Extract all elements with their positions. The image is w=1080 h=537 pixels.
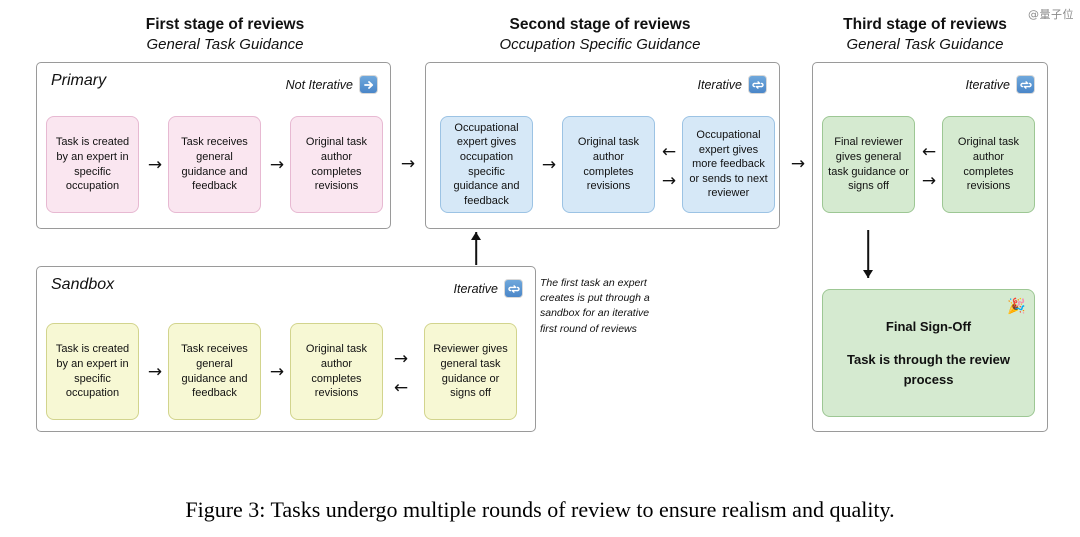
stage-2-heading-title: Second stage of reviews <box>509 16 691 33</box>
stage-1-node-3: Original task author completes revisions <box>290 116 383 213</box>
stage-2-node-1: Occupational expert gives occupation spe… <box>440 116 533 213</box>
sandbox-to-stage-2-arrow <box>468 232 484 265</box>
sandbox-arrow-back: ← <box>393 378 409 398</box>
figure-caption: Figure 3: Tasks undergo multiple rounds … <box>185 497 895 522</box>
stage-1-node-2-text: Task receives general guidance and feedb… <box>181 136 248 193</box>
side-note: The first task an expert creates is put … <box>540 277 650 335</box>
stage-2-arrow-back: ← <box>661 142 677 162</box>
sandbox-node-4: Reviewer gives general task guidance or … <box>424 323 517 420</box>
arrow-stem <box>475 232 477 265</box>
sandbox-node-1: Task is created by an expert in specific… <box>46 323 139 420</box>
stage-3-container: Iterative Final reviewer gives general t… <box>812 62 1048 432</box>
repeat-icon <box>748 75 767 94</box>
stage-3-iterative-label: Iterative <box>965 77 1010 92</box>
sandbox-node-3-text: Original task author completes revisions <box>305 343 368 400</box>
sandbox-node-2-text: Task receives general guidance and feedb… <box>181 343 248 400</box>
stage-2-node-3: Occupational expert gives more feedback … <box>682 116 775 213</box>
stage-3-node-1: Final reviewer gives general task guidan… <box>822 116 915 213</box>
stage-2-node-3-text: Occupational expert gives more feedback … <box>689 129 768 200</box>
stage-1-iterative-badge: Not Iterative <box>286 75 378 94</box>
stage-1-heading: First stage of reviews General Task Guid… <box>90 16 360 53</box>
stage-3-heading-title: Third stage of reviews <box>843 16 1007 33</box>
stage-2-node-2-text: Original task author completes revisions <box>577 136 640 193</box>
repeat-icon <box>504 279 523 298</box>
stage-2-node-2: Original task author completes revisions <box>562 116 655 213</box>
sandbox-node-4-text: Reviewer gives general task guidance or … <box>433 343 508 400</box>
sandbox-container-label: Sandbox <box>51 276 115 293</box>
sandbox-iterative-badge: Iterative <box>454 279 523 298</box>
stage-3-node-2: Original task author completes revisions <box>942 116 1035 213</box>
stage-2-node-1-text: Occupational expert gives occupation spe… <box>453 121 520 207</box>
stage-3-iterative-badge: Iterative <box>966 75 1035 94</box>
stage-3-down-arrow <box>860 230 876 278</box>
stage-1-to-2-arrow: → <box>400 154 416 174</box>
sandbox-node-3: Original task author completes revisions <box>290 323 383 420</box>
stage-1-node-2: Task receives general guidance and feedb… <box>168 116 261 213</box>
stage-2-iterative-label: Iterative <box>697 77 742 92</box>
stage-3-node-2-text: Original task author completes revisions <box>957 136 1020 193</box>
stage-1-node-1-text: Task is created by an expert in specific… <box>55 136 130 193</box>
stage-1-container-label: Primary <box>51 72 107 89</box>
sandbox-arrow-forward: → <box>393 349 409 369</box>
stage-1-heading-title: First stage of reviews <box>145 16 305 33</box>
repeat-icon <box>1016 75 1035 94</box>
stage-3-heading-subtitle: General Task Guidance <box>846 35 1004 53</box>
right-arrow-icon <box>359 75 378 94</box>
sandbox-iterative-label: Iterative <box>453 281 498 296</box>
stage-2-container: Iterative Occupational expert gives occu… <box>425 62 780 229</box>
stage-1-node-1: Task is created by an expert in specific… <box>46 116 139 213</box>
final-signoff-subtitle: Task is through the review process <box>846 352 1011 387</box>
stage-1-arrow-2: → <box>269 155 285 175</box>
stage-2-heading-subtitle: Occupation Specific Guidance <box>499 35 701 53</box>
stage-2-to-3-arrow: → <box>790 154 806 174</box>
stage-2-heading: Second stage of reviews Occupation Speci… <box>465 16 735 53</box>
stage-1-node-3-text: Original task author completes revisions <box>305 136 368 193</box>
arrow-head <box>471 232 481 240</box>
stage-1-iterative-label: Not Iterative <box>285 77 353 92</box>
final-signoff-title: Final Sign-Off <box>885 318 972 334</box>
sandbox-arrow-2: → <box>269 362 285 382</box>
sandbox-container: Sandbox Iterative Task is created by an … <box>36 266 536 432</box>
final-signoff-box: 🎉 Final Sign-Off Task is through the rev… <box>822 289 1035 417</box>
sandbox-node-2: Task receives general guidance and feedb… <box>168 323 261 420</box>
stage-1-arrow-1: → <box>147 155 163 175</box>
watermark: @量子位 <box>1028 8 1074 21</box>
arrow-stem <box>867 230 869 278</box>
stage-3-heading: Third stage of reviews General Task Guid… <box>795 16 1055 53</box>
arrow-head <box>863 270 873 278</box>
sandbox-arrow-1: → <box>147 362 163 382</box>
stage-3-arrow-back: ← <box>921 142 937 162</box>
stage-2-arrow-1: → <box>541 155 557 175</box>
party-popper-icon: 🎉 <box>1007 298 1026 315</box>
sandbox-node-1-text: Task is created by an expert in specific… <box>55 343 130 400</box>
stage-3-arrow-forward: → <box>921 171 937 191</box>
stage-2-iterative-badge: Iterative <box>698 75 767 94</box>
stage-3-node-1-text: Final reviewer gives general task guidan… <box>828 136 909 193</box>
stage-1-container: Primary Not Iterative Task is created by… <box>36 62 391 229</box>
stage-2-arrow-forward: → <box>661 171 677 191</box>
stage-1-heading-subtitle: General Task Guidance <box>146 35 304 53</box>
